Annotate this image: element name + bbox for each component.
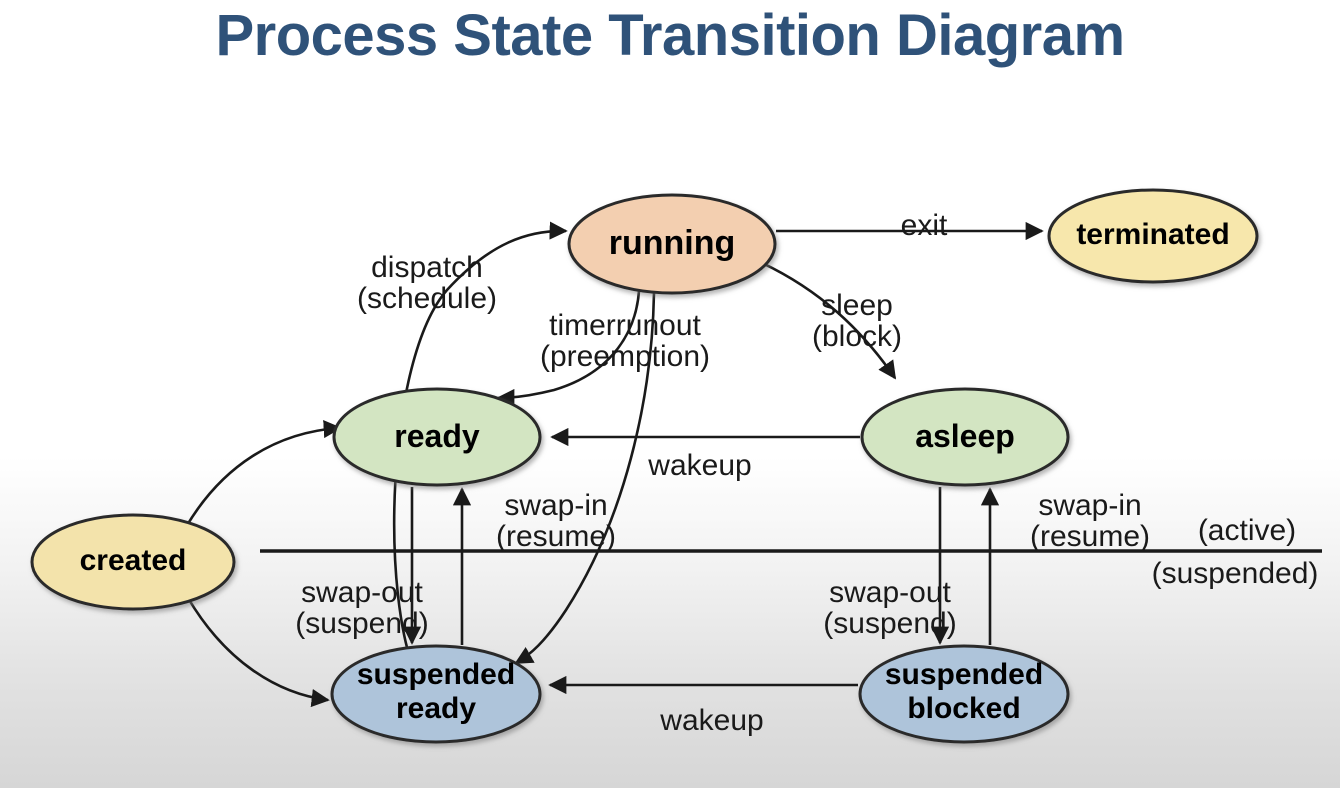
edge-ready-to-running [392,221,568,680]
nodes-group [30,188,1259,744]
edge-label-swapin-left: swap-in (resume) [495,489,616,554]
node-terminated[interactable] [1047,188,1259,284]
edge-created-to-suspended-ready [186,597,330,708]
edge-label-swapout-left: swap-out (suspend) [295,576,429,641]
edge-label-swapin-right: swap-in (resume) [1029,489,1150,554]
edge-running-to-asleep [759,260,897,380]
node-suspended-ready[interactable] [330,644,542,744]
edge-label-wakeup-bottom: wakeup [660,704,764,737]
edge-label-swapout-right: swap-out (suspend) [823,576,957,641]
edge-running-to-ready [496,290,641,408]
edge-label-active: (active) [1197,514,1297,547]
edge-label-suspended: (suspended) [1151,557,1319,590]
edge-running-to-suspended-ready [514,292,656,665]
node-ready[interactable] [332,387,542,487]
node-created[interactable] [30,513,236,611]
edge-label-wakeup-top: wakeup [648,449,752,482]
node-asleep[interactable] [860,387,1070,487]
edge-created-to-ready [184,419,342,528]
node-running[interactable] [567,193,777,295]
edge-label-exit: exit [900,209,948,242]
edge-label-dispatch: dispatch (schedule) [356,251,498,316]
node-suspended-blocked[interactable] [858,644,1070,744]
edge-label-timerrunout: timerrunout (preemption) [539,309,711,374]
edge-label-sleep: sleep (block) [811,289,902,354]
page-title: Process State Transition Diagram [215,3,1125,68]
